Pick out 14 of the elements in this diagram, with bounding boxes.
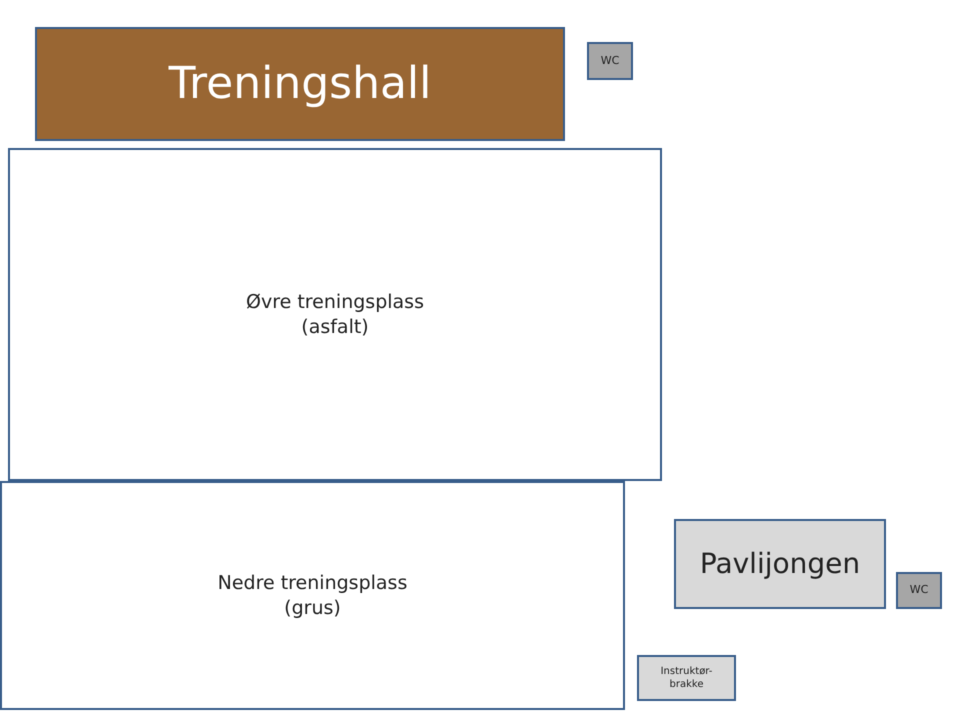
area-label: Øvre treningsplass (asfalt) [245, 290, 425, 340]
toilet-label: WC [910, 583, 928, 598]
building-label: Treningshall [168, 57, 432, 112]
training-area [0, 481, 625, 710]
pavilion-label: Pavlijongen [700, 546, 860, 582]
building-box [35, 27, 565, 141]
toilet-label: WC [600, 54, 620, 68]
cabin-label: Instruktør-brakke [660, 665, 714, 691]
pavilion-box [674, 519, 886, 609]
toilet-box [587, 42, 633, 80]
cabin-box [637, 655, 736, 701]
toilet-box [896, 572, 942, 609]
training-area [8, 148, 662, 481]
area-label: Nedre treningsplass (grus) [216, 570, 408, 620]
